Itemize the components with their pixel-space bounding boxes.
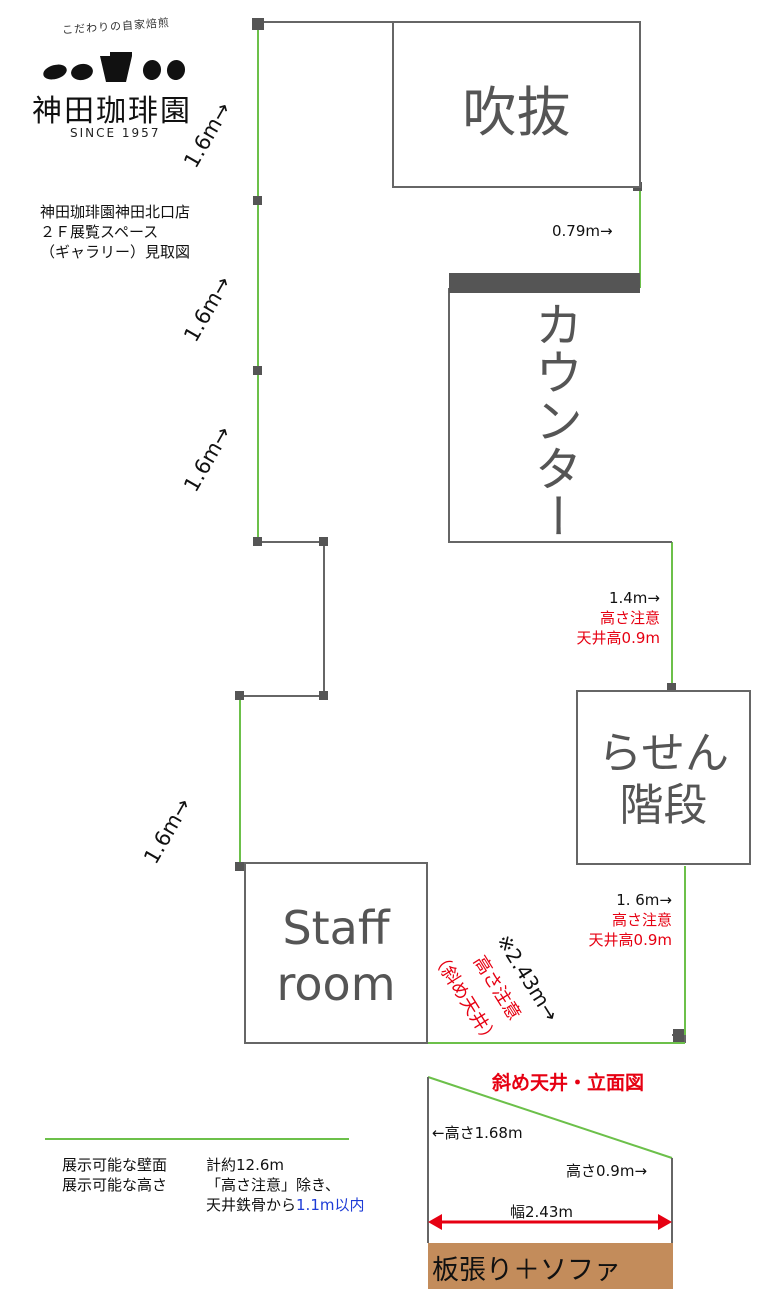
legend-value-2: 「高さ注意」除き、 — [206, 1176, 340, 1194]
wall-left-upper-corner — [240, 541, 325, 697]
room-label-stairs: らせん 階段 — [577, 728, 750, 832]
counter-top — [449, 273, 640, 293]
elevation-walls — [427, 1077, 673, 1243]
right-mid-ceiling: 天井高0.9m — [576, 629, 660, 647]
corner-marker — [319, 537, 328, 546]
elevation-floor-label: 板張り＋ソファ — [432, 1255, 621, 1286]
room-staff — [244, 862, 428, 1044]
wall-label-right-top: 0.79m→ — [552, 222, 613, 240]
right-low-caution: 高さ注意 — [611, 911, 672, 929]
floor-plan-description: 神田珈琲園神田北口店 ２Ｆ展覧スペース （ギャラリー）見取図 — [40, 202, 190, 262]
right-low-ceiling: 天井高0.9m — [588, 931, 672, 949]
description-line-2: ２Ｆ展覧スペース — [40, 223, 159, 241]
legend-value-3-prefix: 天井鉄骨から — [206, 1196, 297, 1214]
room-label-staff: Staff room — [245, 900, 427, 1012]
legend-labels: 展示可能な壁面 展示可能な高さ — [62, 1155, 167, 1195]
logo-name: 神田珈琲園 — [32, 94, 192, 129]
legend-value-3-highlight: 1.1m以内 — [296, 1196, 365, 1214]
corner-marker — [253, 196, 262, 205]
elevation-height-right: 高さ0.9m→ — [566, 1162, 648, 1180]
corner-marker — [319, 691, 328, 700]
coffee-beans-logo-icon — [43, 52, 186, 82]
room-label-staff-line1: Staff — [282, 901, 390, 955]
right-mid-length: 1.4m→ — [608, 589, 660, 607]
room-label-fukinuke: 吹抜 — [462, 81, 571, 144]
elevation-height-left: ←高さ1.68m — [432, 1124, 523, 1142]
elevation-title: 斜め天井・立面図 — [492, 1072, 645, 1094]
corner-marker — [235, 691, 244, 700]
description-line-3: （ギャラリー）見取図 — [40, 243, 191, 261]
room-label-stairs-line1: らせん — [597, 728, 730, 779]
legend-value-1: 計約12.6m — [206, 1156, 285, 1174]
right-low-length: 1. 6m→ — [616, 891, 672, 909]
room-label-counter: カウンター — [526, 300, 582, 540]
elevation-ceiling-line — [427, 1076, 673, 1159]
corner-marker — [253, 366, 262, 375]
room-fukinuke — [392, 21, 641, 188]
room-counter-outline — [448, 288, 672, 543]
room-label-stairs-line2: 階段 — [619, 780, 708, 831]
legend-label-1: 展示可能な壁面 — [62, 1156, 168, 1174]
legend-label-2: 展示可能な高さ — [62, 1176, 168, 1194]
right-mid-caution: 高さ注意 — [599, 609, 660, 627]
elevation-floor — [428, 1243, 673, 1289]
corner-marker — [252, 18, 264, 30]
corner-marker — [673, 1029, 684, 1042]
corner-marker — [253, 537, 262, 546]
room-label-staff-line2: room — [276, 957, 396, 1011]
corner-marker — [235, 862, 244, 871]
logo-since: SINCE 1957 — [70, 126, 161, 140]
elevation-width: 幅2.43m — [510, 1203, 574, 1221]
wall-label-right-mid: 1.4m→ 高さ注意 天井高0.9m — [560, 588, 660, 648]
legend-values: 計約12.6m 「高さ注意」除き、 天井鉄骨から1.1m以内 — [206, 1155, 364, 1215]
description-line-1: 神田珈琲園神田北口店 — [40, 203, 191, 221]
wall-label-right-low: 1. 6m→ 高さ注意 天井高0.9m — [572, 890, 672, 950]
room-stairs — [576, 690, 751, 865]
width-arrow-icon — [428, 1214, 672, 1230]
legend-value-3: 天井鉄骨から1.1m以内 — [206, 1195, 364, 1215]
corner-marker — [667, 683, 676, 692]
